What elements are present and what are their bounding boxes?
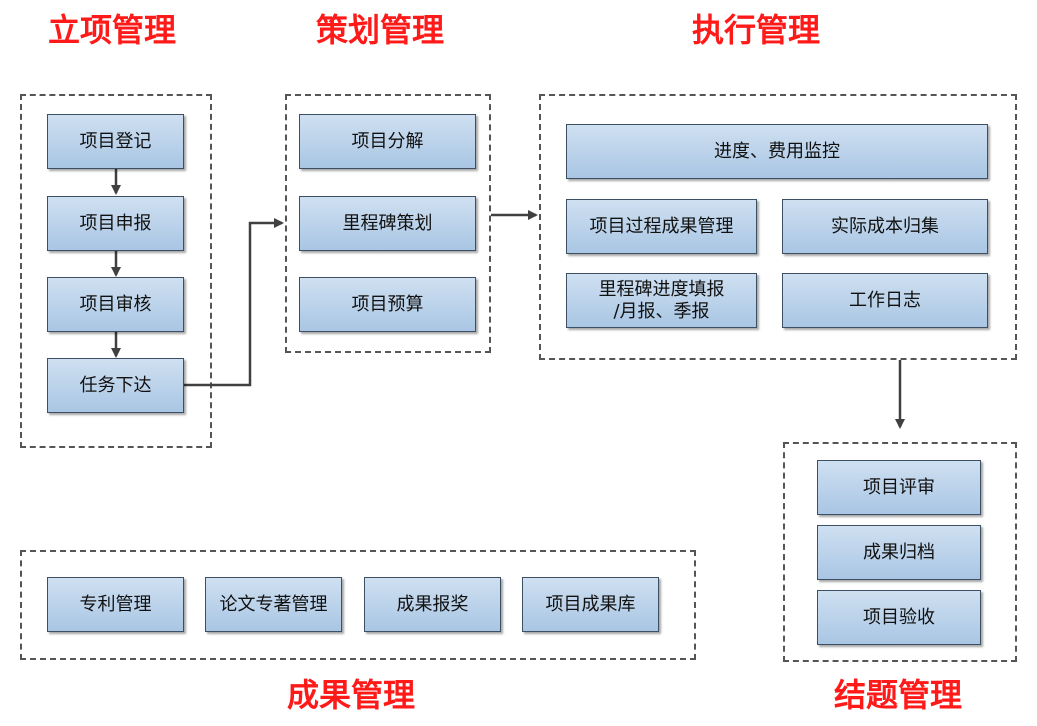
box-results-library[interactable]: 项目成果库: [522, 577, 659, 632]
box-project-review[interactable]: 项目审核: [47, 277, 184, 332]
arrow-initiation-to-planning: [184, 218, 284, 387]
box-results-archive[interactable]: 成果归档: [817, 525, 981, 580]
group-outcomes: [20, 550, 696, 660]
title-planning: 策划管理: [316, 11, 445, 49]
box-patent-management[interactable]: 专利管理: [47, 577, 184, 632]
box-project-budget[interactable]: 项目预算: [299, 277, 476, 332]
box-process-results[interactable]: 项目过程成果管理: [566, 199, 757, 254]
box-label: 论文专著管理: [219, 593, 328, 615]
box-project-apply[interactable]: 项目申报: [47, 196, 184, 251]
box-actual-cost[interactable]: 实际成本归集: [782, 199, 988, 254]
box-papers-management[interactable]: 论文专著管理: [205, 577, 342, 632]
box-work-log[interactable]: 工作日志: [782, 273, 988, 328]
title-initiation: 立项管理: [48, 11, 177, 49]
box-label: 项目验收: [863, 606, 935, 628]
box-label: 任务下达: [79, 374, 152, 396]
box-label: 项目审核: [79, 293, 152, 315]
title-execution: 执行管理: [692, 11, 821, 49]
group-closure: [783, 442, 1017, 662]
box-milestone-plan[interactable]: 里程碑策划: [299, 196, 476, 251]
box-project-decompose[interactable]: 项目分解: [299, 114, 476, 169]
box-label: 工作日志: [849, 289, 921, 311]
box-label: 成果归档: [863, 541, 935, 563]
title-outcomes: 成果管理: [287, 676, 416, 714]
box-progress-cost-monitor[interactable]: 进度、费用监控: [566, 124, 988, 179]
box-label: 项目预算: [351, 293, 424, 315]
group-initiation: [20, 94, 212, 448]
group-planning: [285, 94, 491, 353]
box-results-awards[interactable]: 成果报奖: [364, 577, 501, 632]
box-project-acceptance[interactable]: 项目验收: [817, 590, 981, 645]
box-project-register[interactable]: 项目登记: [47, 114, 184, 169]
box-task-assign[interactable]: 任务下达: [47, 358, 184, 413]
box-label: 里程碑进度填报 /月报、季报: [598, 278, 725, 322]
box-label: 项目成果库: [545, 593, 636, 615]
title-closure: 结题管理: [834, 676, 963, 714]
box-label: 进度、费用监控: [714, 140, 840, 162]
box-milestone-report[interactable]: 里程碑进度填报 /月报、季报: [566, 273, 757, 328]
box-label: 项目分解: [351, 130, 424, 152]
box-label: 实际成本归集: [831, 215, 939, 237]
box-label: 项目登记: [79, 130, 152, 152]
group-execution: [539, 94, 1017, 360]
box-label: 项目评审: [863, 476, 935, 498]
box-label: 项目申报: [79, 212, 152, 234]
box-label: 专利管理: [79, 593, 152, 615]
box-project-evaluation[interactable]: 项目评审: [817, 460, 981, 515]
box-label: 成果报奖: [396, 593, 469, 615]
box-label: 项目过程成果管理: [589, 215, 734, 237]
box-label: 里程碑策划: [342, 212, 433, 234]
